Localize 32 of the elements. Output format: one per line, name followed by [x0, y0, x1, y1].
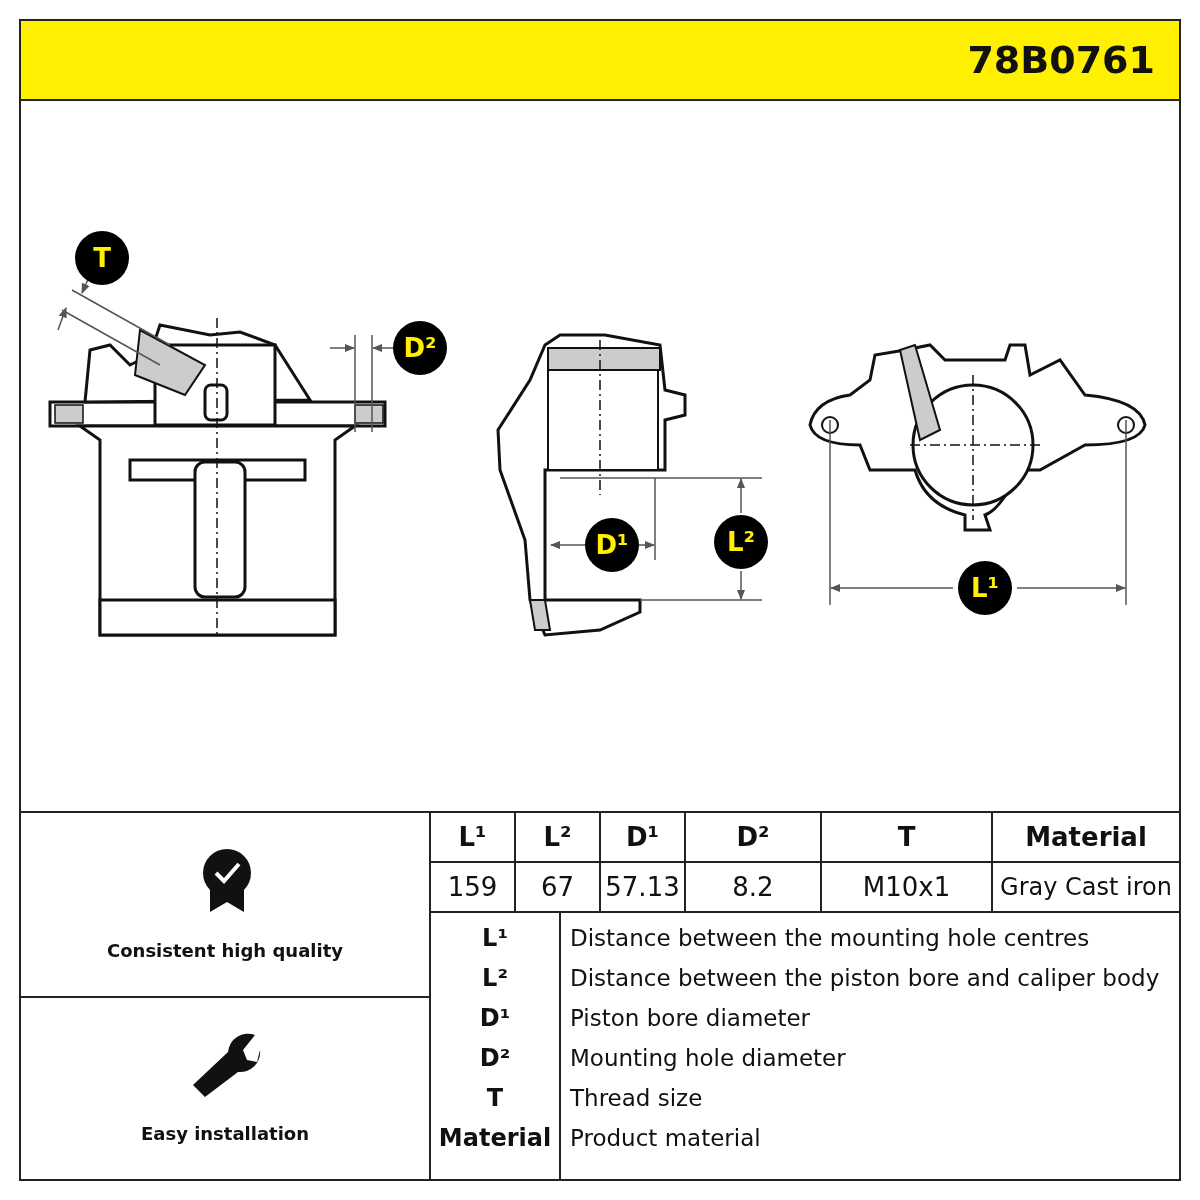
table-cell-text: Piston bore diameter: [570, 1004, 812, 1033]
table-header-cell-text: Material: [1024, 821, 1148, 854]
table-cell-text: Gray Cast iron: [999, 872, 1173, 903]
callout-label: T: [75, 231, 129, 285]
table-cell-text: Material: [437, 1123, 553, 1154]
table-cell-text: T: [485, 1083, 505, 1114]
table-header-cell-text: T: [896, 821, 917, 854]
feature-label: Consistent high quality: [106, 938, 344, 963]
table-cell-text: L¹: [481, 923, 509, 954]
table-cell-text: Distance between the piston bore and caliper body: [570, 964, 1161, 993]
table-cell-text: L²: [481, 963, 509, 994]
table-cell-text: 8.2: [731, 871, 775, 904]
table-cell-text: Thread size: [570, 1084, 704, 1113]
table-header-cell-text: L²: [542, 821, 573, 854]
table-header-cell-text: L¹: [457, 821, 488, 854]
table-cell-text: 159: [446, 871, 499, 904]
callout-label: L¹: [958, 561, 1012, 615]
table-cell-text: 57.13: [604, 871, 681, 904]
table-cell-text: Product material: [570, 1124, 762, 1153]
feature-label: Easy installation: [139, 1121, 310, 1146]
callout-label: L²: [714, 515, 768, 569]
table-cell-text: Distance between the mounting hole centres: [570, 924, 1091, 953]
callout-label: D²: [393, 321, 447, 375]
callout-label: D¹: [585, 518, 639, 572]
table-cell-text: D¹: [478, 1003, 512, 1034]
table-cell-text: 67: [539, 871, 576, 904]
table-cell-text: M10x1: [861, 871, 952, 904]
table-cell-text: Mounting hole diameter: [570, 1044, 847, 1073]
table-cell-text: D²: [478, 1043, 512, 1074]
table-header-cell-text: D²: [735, 821, 771, 854]
table-header-cell-text: D¹: [625, 821, 660, 854]
part-number: 78B0761: [966, 37, 1155, 84]
